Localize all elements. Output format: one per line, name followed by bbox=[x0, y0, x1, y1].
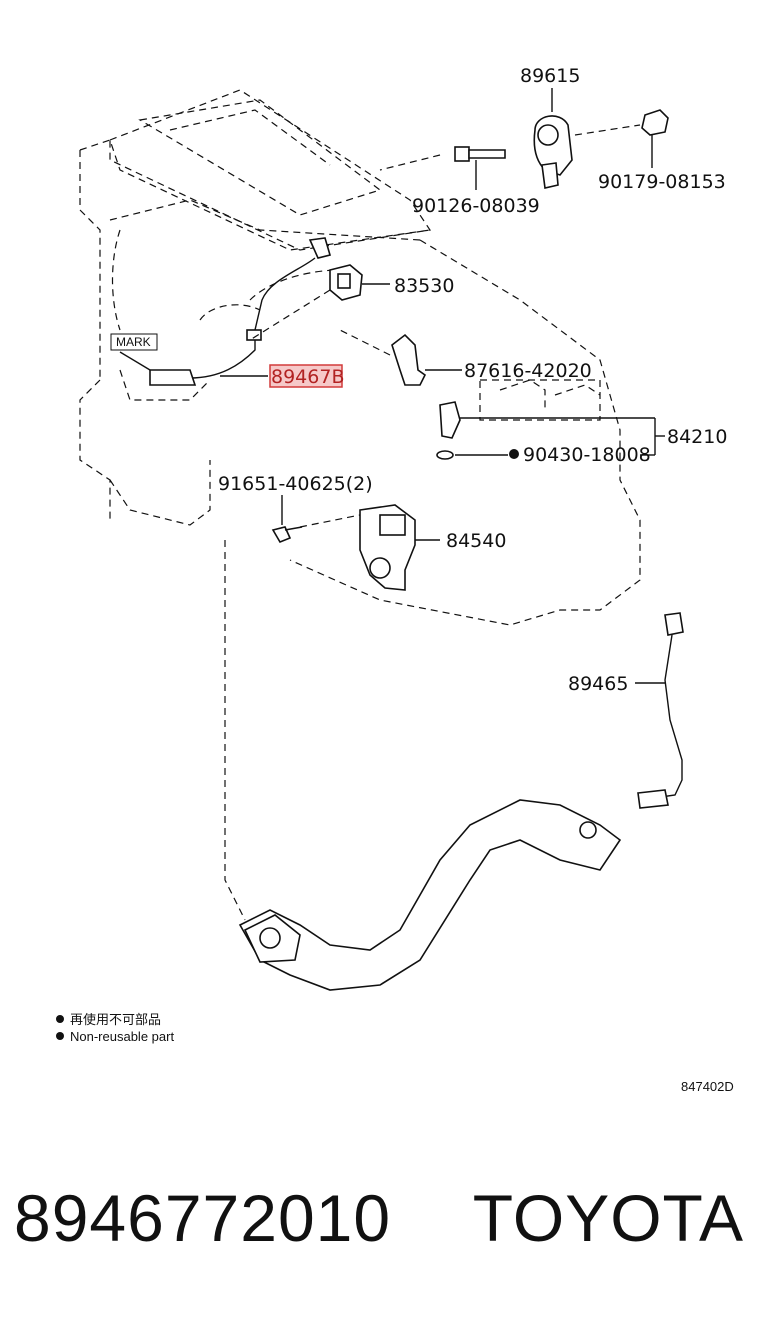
legend: 再使用不可部品 Non-reusable part bbox=[56, 1012, 174, 1044]
label-84540: 84540 bbox=[446, 530, 506, 552]
label-mark: MARK bbox=[116, 335, 151, 349]
bolt-91651 bbox=[271, 495, 361, 543]
highlight-box bbox=[269, 364, 343, 388]
label-83530: 83530 bbox=[394, 275, 454, 297]
label-89465: 89465 bbox=[568, 673, 628, 695]
label-89615: 89615 bbox=[520, 65, 580, 87]
label-87616: 87616-42020 bbox=[464, 360, 592, 382]
label-89467[interactable]: 89467B bbox=[271, 366, 344, 388]
label-90430: 90430-18008 bbox=[523, 444, 651, 466]
switch-83530 bbox=[329, 264, 390, 301]
label-91651: 91651-40625(2) bbox=[218, 473, 373, 495]
legend-english: Non-reusable part bbox=[70, 1029, 174, 1044]
footer-brand: TOYOTA bbox=[472, 1181, 744, 1255]
oxygen-sensor-89467 bbox=[119, 237, 332, 386]
footer-part-number: 8946772010 bbox=[14, 1181, 392, 1255]
mark-box bbox=[110, 333, 158, 351]
clamp-87616 bbox=[339, 329, 462, 386]
knock-sensor-89615 bbox=[533, 88, 641, 189]
label-90179: 90179-08153 bbox=[598, 171, 726, 193]
exhaust-pipe bbox=[224, 540, 622, 991]
switch-84540 bbox=[359, 504, 440, 591]
label-90126: 90126-08039 bbox=[412, 195, 540, 217]
legend-japanese: 再使用不可部品 bbox=[70, 1012, 161, 1027]
oxygen-sensor-89465 bbox=[635, 612, 684, 809]
sensor-84210 bbox=[436, 401, 665, 460]
stud-bolt-90126 bbox=[379, 146, 506, 190]
callout-labels: 89615 90179-08153 90126-08039 83530 8761… bbox=[110, 65, 727, 695]
label-84210: 84210 bbox=[667, 426, 727, 448]
footer: 8946772010 TOYOTA bbox=[0, 1180, 760, 1290]
diagram-code: 847402D bbox=[681, 1079, 734, 1094]
nut-90179 bbox=[641, 109, 669, 168]
